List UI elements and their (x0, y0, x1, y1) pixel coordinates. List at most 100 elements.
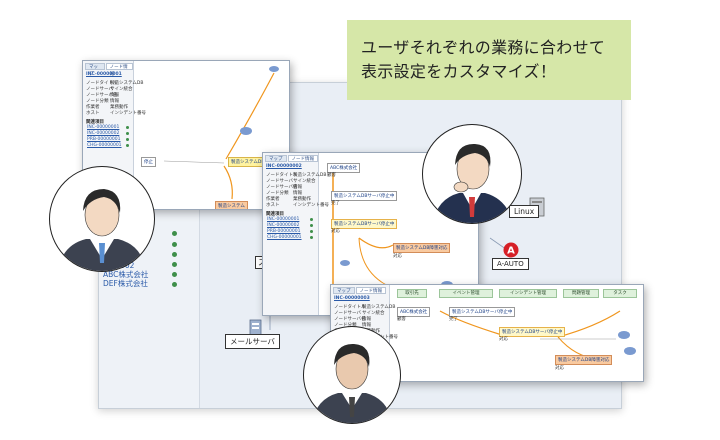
tab-node-info[interactable]: ノード情報 (355, 287, 386, 294)
prop-label: ノード分類 (334, 322, 357, 328)
incident-node-2-sub: 対応 (499, 337, 508, 342)
incident-id[interactable]: INC-00000001 (86, 72, 122, 77)
status-dot (310, 230, 313, 233)
column-header-task[interactable]: タスク (603, 289, 637, 298)
callout-box: ユーザそれぞれの業務に合わせて 表示設定をカスタマイズ！ (347, 20, 631, 100)
person-icon (312, 343, 392, 423)
window-tabs: マップ ノード情報 (265, 155, 318, 162)
status-dot (310, 224, 313, 227)
status-dot (310, 236, 313, 239)
map-canvas-1 (163, 66, 279, 200)
company-link-abc[interactable]: ABC株式会社 (103, 270, 149, 279)
prop-value: 業務動作 (293, 197, 311, 202)
task-node-sub: 対応 (555, 366, 564, 371)
a-auto-logo-icon: A (502, 242, 520, 258)
map-window-1: マップ ノード情報 INC-00000001 ノードタイトル 製造システムDB … (82, 60, 290, 210)
status-dot (172, 231, 177, 236)
task-node-sub: 対応 (393, 254, 402, 259)
tab-map[interactable]: マップ (265, 155, 287, 162)
avatar-user-left (49, 166, 155, 272)
mail-server-label[interactable]: メールサーバ (225, 334, 280, 349)
client-node-sub: 顧客 (327, 173, 336, 178)
prop-value: 情報 (293, 185, 302, 190)
prop-value: 情報 (362, 323, 371, 328)
prop-label: ホスト (86, 111, 100, 116)
task-node[interactable]: 製造システムDB障害対応 (393, 243, 451, 253)
stop-node[interactable]: 停止 (141, 157, 156, 167)
company-link-def[interactable]: DEF株式会社 (103, 279, 148, 288)
column-header-problem[interactable]: 問題管理 (563, 289, 599, 298)
incident-node-1-sub: 完了 (331, 201, 340, 206)
column-header-client[interactable]: 取引先 (397, 289, 427, 298)
prop-label: ノード分類 (86, 99, 109, 104)
linux-label[interactable]: Linux (509, 205, 540, 218)
callout-text: ユーザそれぞれの業務に合わせて 表示設定をカスタマイズ！ (361, 36, 605, 84)
related-link[interactable]: CHG-00000001 (267, 235, 302, 240)
tab-node-info[interactable]: ノード情報 (287, 155, 318, 162)
prop-value: 業務動作 (110, 105, 128, 110)
incident-node[interactable]: 製造システムDBサーバ停止中 (228, 157, 289, 167)
prop-label: ノードサーバ (266, 179, 293, 184)
prop-value: サイン統合 (293, 179, 316, 184)
prop-label: ホスト (266, 203, 280, 208)
related-link[interactable]: INC-00000001 (87, 125, 120, 130)
column-header-event[interactable]: イベント管理 (439, 289, 493, 298)
prop-value: サイン統合 (110, 87, 133, 92)
window-tabs: マップ ノード情報 (85, 63, 133, 77)
related-title: 関連項目 (266, 212, 284, 217)
related-link[interactable]: INC-00000001 (267, 217, 300, 222)
status-dot (310, 218, 313, 221)
incident-node-1-sub: 完了 (449, 317, 458, 322)
prop-value: 情報 (293, 191, 302, 196)
prop-value: 製造システムDB (110, 81, 144, 86)
tab-node-info[interactable]: ノード情報 (105, 63, 133, 77)
system-node[interactable]: 製造システム (215, 201, 248, 209)
related-link[interactable]: PRB-00000001 (87, 137, 121, 142)
tab-map[interactable]: マップ (85, 63, 105, 77)
incident-node-2[interactable]: 製造システムDBサーバ停止中 (331, 219, 398, 229)
avatar-user-right (422, 124, 522, 224)
prop-label: ノードサーバ名 (334, 317, 366, 322)
prop-value: 製造システムDB (293, 173, 327, 178)
column-header-incident[interactable]: インシデント管理 (499, 289, 557, 298)
client-node[interactable]: ABC株式会社 (397, 307, 431, 317)
prop-label: ノードサーバ (86, 87, 113, 92)
incident-node-2-sub: 対応 (331, 229, 340, 234)
prop-value: 情報 (362, 317, 371, 322)
status-dot (126, 126, 129, 129)
prop-value: インシデント番号 (293, 203, 329, 208)
prop-label: ノードサーバ (334, 311, 361, 316)
prop-value: 情報 (110, 93, 119, 98)
related-link[interactable]: INC-00000002 (267, 223, 300, 228)
person-icon (58, 189, 146, 271)
related-link[interactable]: PRB-00000001 (267, 229, 301, 234)
task-node[interactable]: 製造システムDB障害対応 (555, 355, 613, 365)
incident-node-1[interactable]: 製造システムDBサーバ停止中 (331, 191, 398, 201)
tab-map[interactable]: マップ (333, 287, 355, 294)
prop-value: 情報 (110, 99, 119, 104)
related-link[interactable]: CHG-00000001 (87, 143, 122, 148)
incident-id[interactable]: INC-00000003 (334, 296, 370, 301)
status-dot (172, 252, 177, 257)
prop-label: 作業者 (266, 197, 280, 202)
client-node[interactable]: ABC株式会社 (327, 163, 361, 173)
incident-id[interactable]: INC-00000002 (266, 164, 302, 169)
prop-label: ノード分類 (266, 191, 289, 196)
incident-node-1[interactable]: 製造システムDBサーバ停止中 (449, 307, 516, 317)
prop-value: サイン統合 (362, 311, 385, 316)
client-node-sub: 顧客 (397, 317, 406, 322)
status-dot (172, 272, 177, 277)
related-link[interactable]: INC-00000002 (87, 131, 120, 136)
prop-label: ノードタイトル (266, 173, 298, 178)
prop-label: ノードサーバ名 (86, 93, 118, 98)
avatar-user-bottom (303, 326, 401, 424)
status-dot (126, 132, 129, 135)
incident-node-2[interactable]: 製造システムDBサーバ停止中 (499, 327, 566, 337)
prop-label: ノードタイトル (86, 81, 118, 86)
callout-line-1: ユーザそれぞれの業務に合わせて (361, 38, 606, 57)
status-dot (126, 144, 129, 147)
status-dot (172, 282, 177, 287)
related-title: 関連項目 (86, 120, 104, 125)
a-auto-label[interactable]: A-AUTO (492, 258, 529, 270)
person-icon (433, 143, 513, 223)
